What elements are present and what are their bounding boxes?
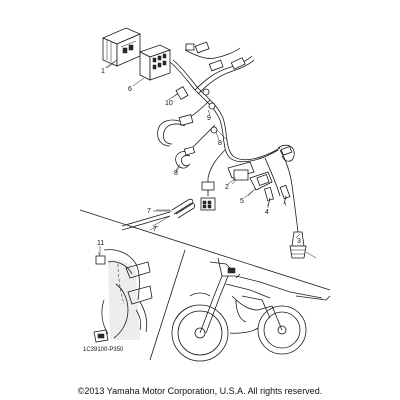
callout-2: 2: [225, 184, 229, 191]
part-9-wire-harness: [169, 47, 299, 233]
callout-6: 6: [128, 86, 132, 93]
copyright-notice: ©2013 Yamaha Motor Corporation, U.S.A. A…: [77, 386, 323, 396]
callout-5: 5: [240, 198, 244, 205]
callout-7-lower: 7: [153, 226, 157, 233]
harness-connectors: [185, 41, 246, 110]
part-6-connector: [132, 44, 172, 87]
part-7-band: [121, 198, 196, 231]
leader-lines: [99, 59, 301, 255]
part-8-clamp-lower: [175, 146, 196, 173]
callout-10: 10: [165, 100, 173, 107]
callout-8-center: 8: [218, 140, 222, 147]
motorcycle-outline: [171, 257, 331, 362]
part-4-bolt-2: [279, 184, 291, 205]
part-10-tie: [171, 86, 189, 100]
callout-1: 1: [101, 68, 105, 75]
callout-9: 9: [207, 115, 211, 122]
callout-11: 11: [97, 240, 105, 247]
callout-3: 3: [297, 238, 301, 245]
part-8-clamp-upper: [157, 114, 228, 147]
part-4-clip: [277, 144, 295, 162]
diagram-code: 1C39100-P350: [83, 347, 124, 353]
hanging-connector: [200, 178, 216, 211]
handlebar-assembly: [93, 249, 153, 343]
part-4-bolt: [264, 186, 274, 207]
callout-4: 4: [265, 209, 269, 216]
part-1-cdi-unit: [101, 27, 142, 69]
part-5-bracket: [247, 171, 273, 197]
section-dividers: [79, 209, 331, 361]
part-3-plug-cap: [289, 231, 317, 259]
callout-7-upper: 7: [147, 208, 151, 215]
part-2-coupler: [227, 161, 255, 185]
callout-8-left: 8: [174, 170, 178, 177]
